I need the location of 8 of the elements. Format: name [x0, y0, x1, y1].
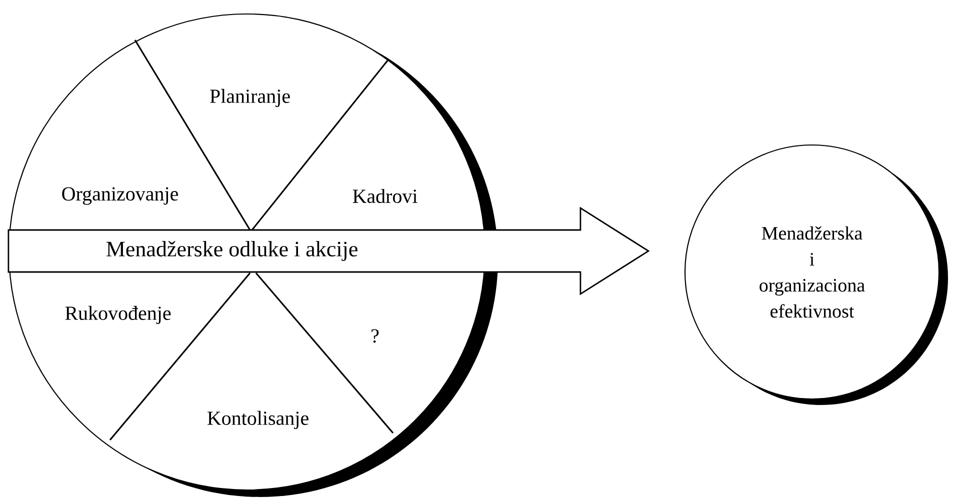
sector-label: Kadrovi — [352, 188, 418, 204]
sector-label: Rukovođenje — [65, 306, 171, 324]
sector-label: Organizovanje — [62, 187, 178, 205]
node-label: Menadžerska i organizaciona efektivnost — [760, 226, 865, 318]
edge-label: Menadžerske odluke i akcije — [104, 240, 360, 262]
sector-label: Planiranje — [210, 88, 290, 108]
sector-label: Kontolisanje — [207, 410, 308, 430]
sector-label: ? — [372, 329, 379, 343]
